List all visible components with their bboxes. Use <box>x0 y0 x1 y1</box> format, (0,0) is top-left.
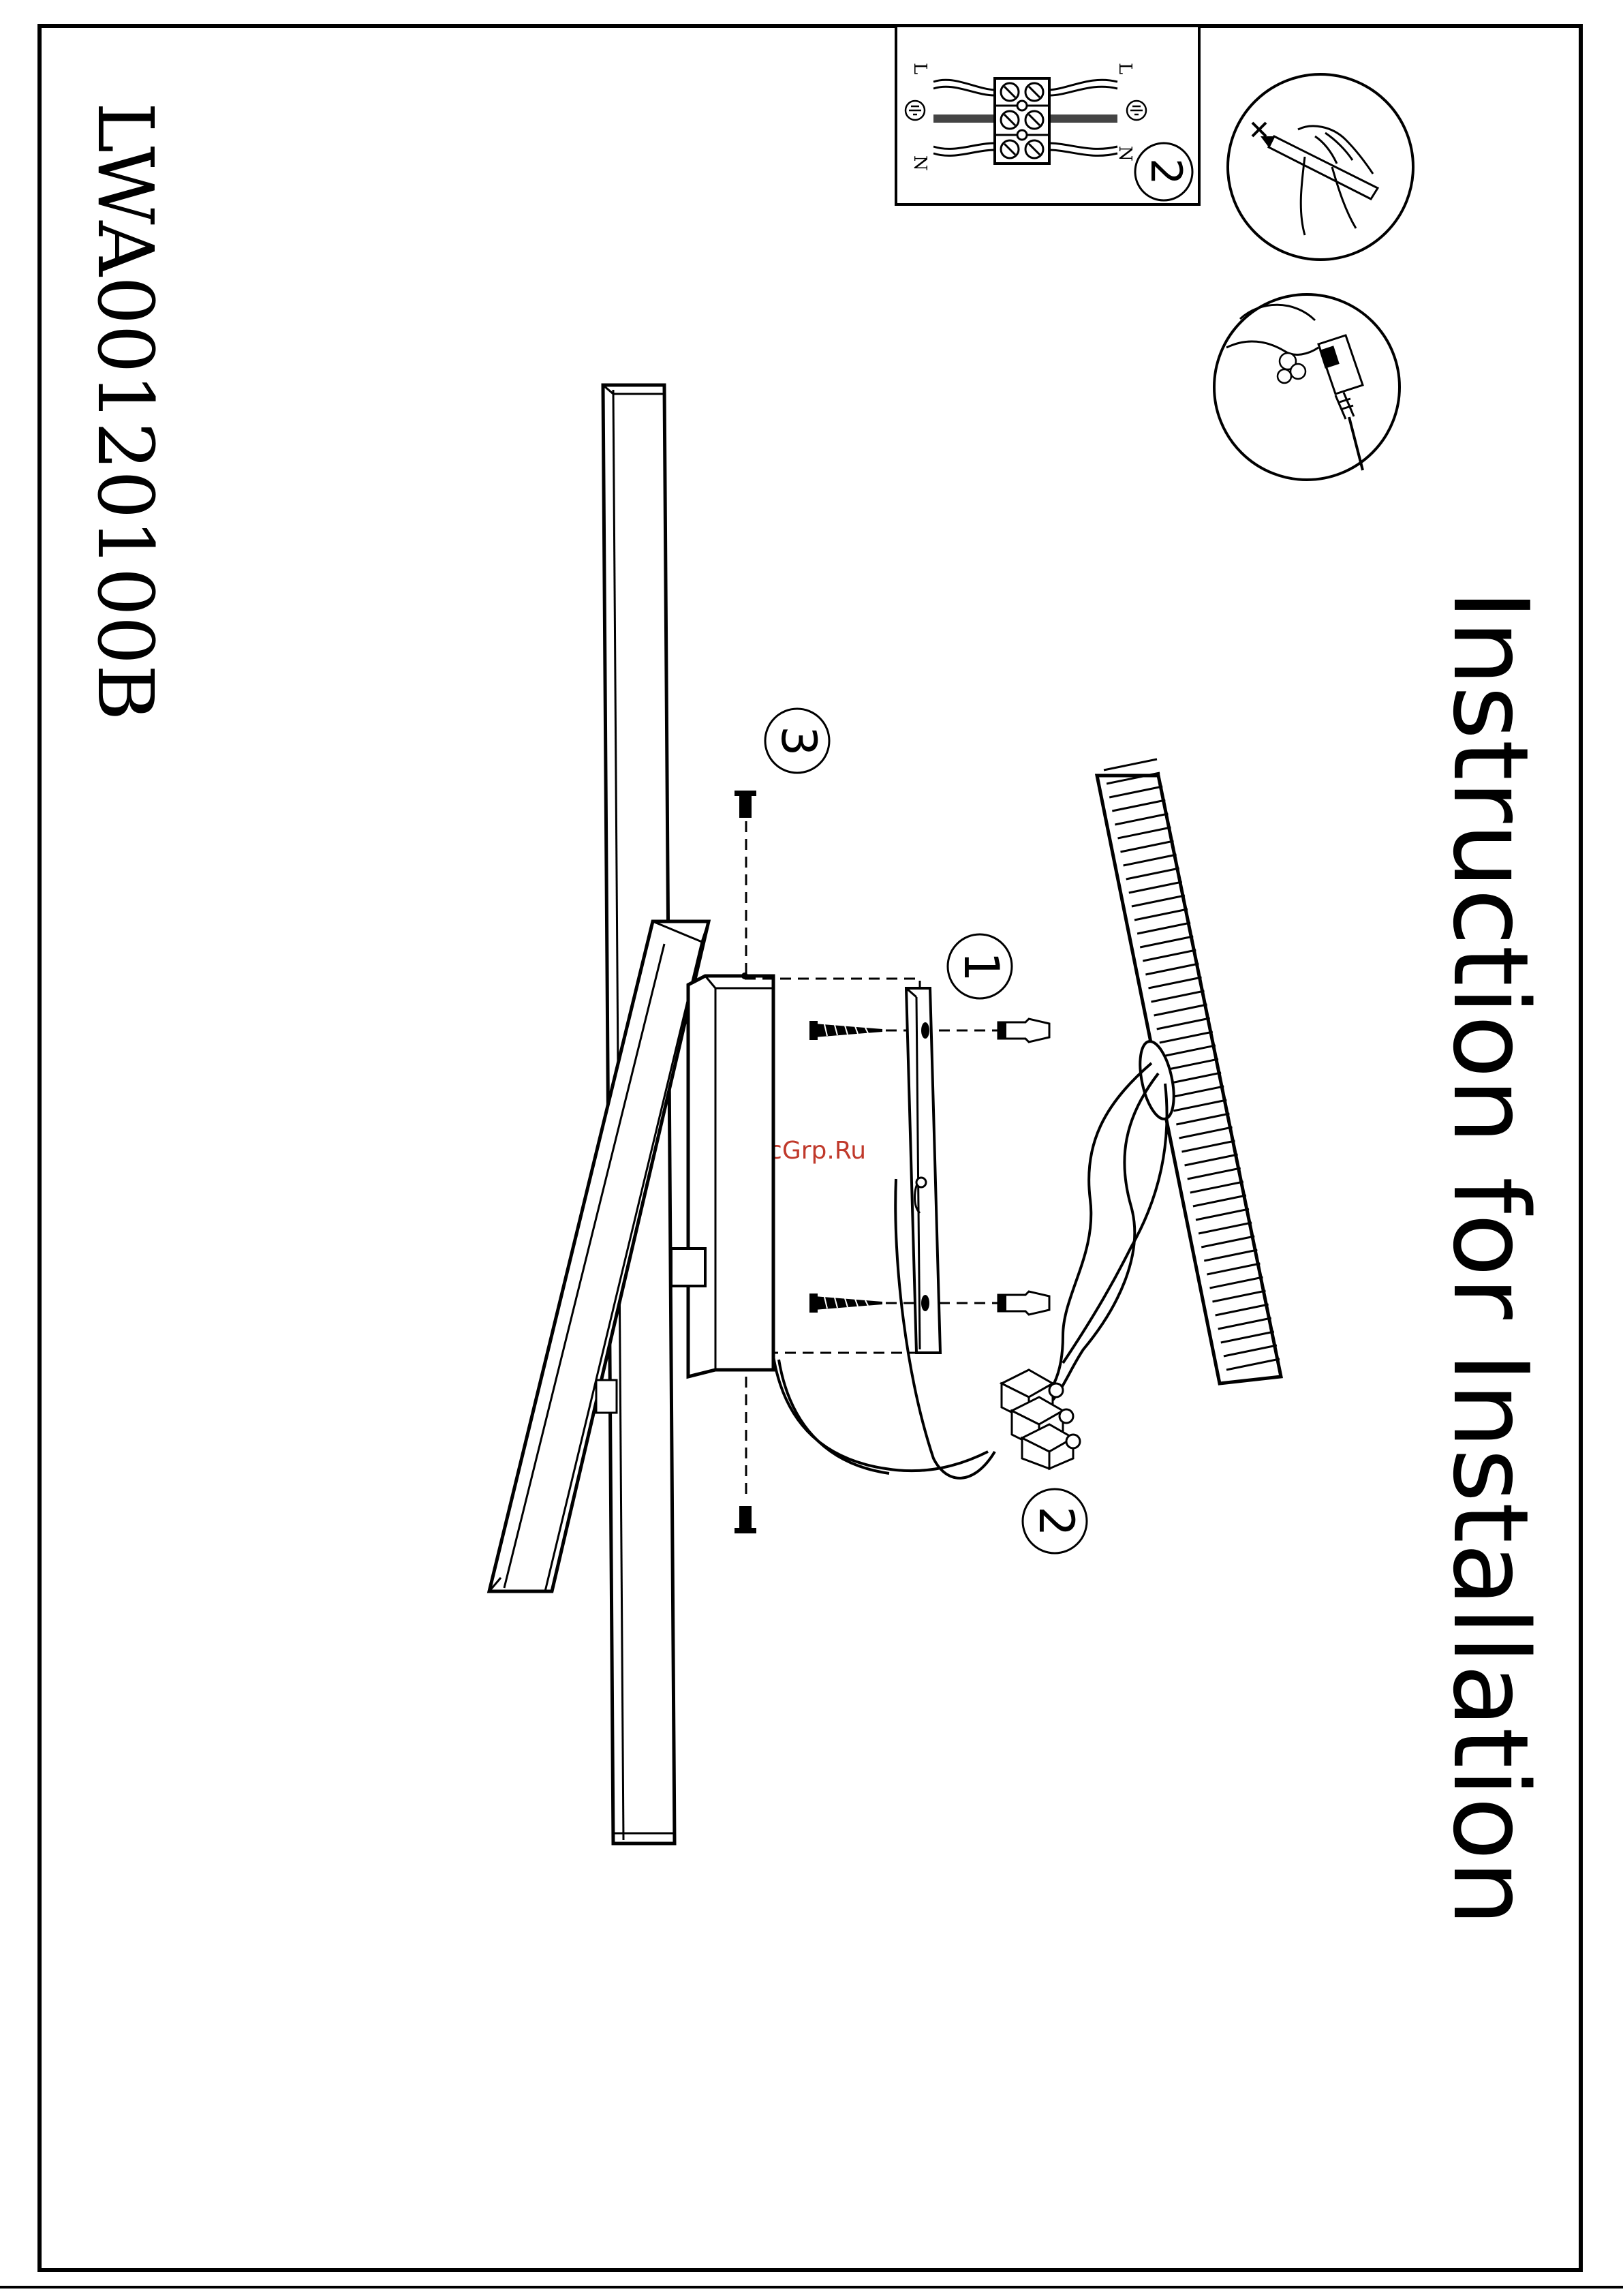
inset-step-number: 2 <box>1141 158 1191 185</box>
wire-label-right-l: L <box>1115 63 1135 74</box>
power-cables <box>773 1063 1167 1478</box>
wall-plug-bottom <box>998 1291 1049 1315</box>
wood-screw-top <box>809 1021 882 1040</box>
wall-plug-top <box>998 1019 1049 1042</box>
svg-text:2: 2 <box>1028 1506 1084 1537</box>
step-marker-2: 2 <box>1023 1489 1087 1553</box>
box-screw-bottom <box>735 1506 756 1533</box>
mounting-bracket <box>906 988 940 1353</box>
wiring-inset: L N L N 2 <box>896 26 1199 204</box>
pencil-mark-illustration <box>1228 74 1413 260</box>
drill-illustration <box>1214 294 1400 480</box>
model-code: LWA00120100B <box>80 102 169 720</box>
wall-surface <box>1097 759 1281 1383</box>
page-title: Instruction for Installation <box>1430 590 1551 1926</box>
wire-label-left-l: L <box>910 63 930 74</box>
wire-label-right-n: N <box>1115 146 1135 162</box>
step-marker-1: 1 <box>948 934 1012 998</box>
step-marker-3: 3 <box>765 709 829 773</box>
wood-screw-bottom <box>809 1294 882 1313</box>
box-screw-top <box>735 791 756 818</box>
svg-text:1: 1 <box>953 951 1009 982</box>
wire-label-left-n: N <box>910 155 930 171</box>
wire-connector <box>1002 1370 1080 1469</box>
svg-text:3: 3 <box>771 726 826 756</box>
